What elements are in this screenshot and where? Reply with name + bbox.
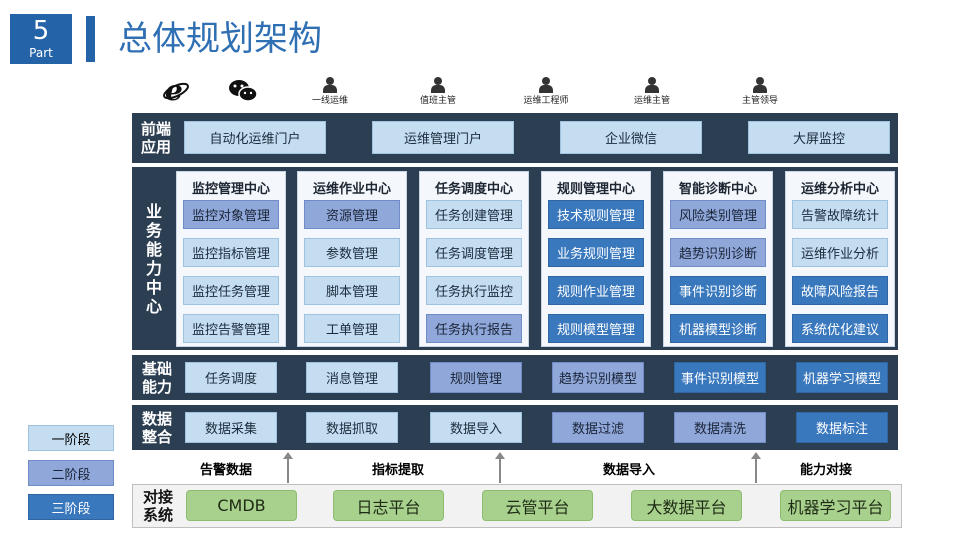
role-label: 主管领导	[741, 96, 778, 106]
data-integration-item: 数据清洗	[674, 412, 766, 443]
wechat-icon	[228, 78, 258, 104]
role-leader: 主管领导	[730, 77, 790, 106]
ie-browser-icon: e	[162, 74, 190, 107]
role-label: 运维工程师	[523, 96, 569, 106]
base-label: 基础 能力	[141, 359, 172, 396]
data-integration-item: 数据标注	[796, 412, 888, 443]
capability-item: 故障风险报告	[792, 276, 888, 305]
frontend-item: 运维管理门户	[372, 121, 514, 154]
capability-item: 任务调度管理	[426, 238, 522, 267]
role-duty-supervisor: 值班主管	[408, 77, 468, 106]
capability-center-title: 运维作业中心	[312, 182, 391, 197]
external-system-item: 大数据平台	[631, 490, 742, 521]
capability-item: 参数管理	[304, 238, 400, 267]
up-arrow-icon	[751, 452, 761, 483]
flow-label: 能力对接	[800, 463, 853, 478]
person-icon	[753, 77, 767, 93]
data-integration-item: 数据过滤	[552, 412, 644, 443]
capability-item: 任务创建管理	[426, 200, 522, 229]
capability-item: 工单管理	[304, 314, 400, 343]
role-ops-supervisor: 运维主管	[622, 77, 682, 106]
part-badge: 5 Part	[10, 14, 72, 64]
external-system-item: CMDB	[186, 490, 297, 521]
external-systems-label: 对接 系统	[142, 488, 173, 524]
page-title: 总体规划架构	[118, 19, 322, 59]
capability-item: 规则模型管理	[548, 314, 644, 343]
capability-item: 趋势识别诊断	[670, 238, 766, 267]
capability-item: 告警故障统计	[792, 200, 888, 229]
data-integration-label: 数据 整合	[141, 409, 172, 446]
capability-item: 事件识别诊断	[670, 276, 766, 305]
flow-label: 数据导入	[603, 463, 656, 478]
capability-item: 监控告警管理	[183, 314, 279, 343]
capability-item: 业务规则管理	[548, 238, 644, 267]
legend-stage-2: 二阶段	[28, 460, 114, 486]
capability-item: 监控指标管理	[183, 238, 279, 267]
up-arrow-icon	[283, 452, 293, 483]
base-capability-item: 趋势识别模型	[552, 362, 644, 393]
base-capability-item: 事件识别模型	[674, 362, 766, 393]
capability-item: 技术规则管理	[548, 200, 644, 229]
capability-item: 监控对象管理	[183, 200, 279, 229]
frontend-item: 自动化运维门户	[184, 121, 326, 154]
role-label: 值班主管	[419, 96, 456, 106]
frontend-item: 企业微信	[560, 121, 702, 154]
role-ops-engineer: 运维工程师	[513, 77, 579, 106]
flow-label: 指标提取	[372, 463, 425, 478]
person-icon	[323, 77, 337, 93]
capability-center-title: 运维分析中心	[800, 182, 879, 197]
person-icon	[645, 77, 659, 93]
data-integration-item: 数据采集	[185, 412, 277, 443]
external-system-item: 云管平台	[482, 490, 593, 521]
business-label: 业 务 能 力 中 心	[145, 201, 162, 316]
flow-label: 告警数据	[200, 463, 253, 478]
external-system-item: 机器学习平台	[780, 490, 891, 521]
legend-stage-3: 三阶段	[28, 494, 114, 520]
capability-item: 任务执行报告	[426, 314, 522, 343]
role-frontline-ops: 一线运维	[300, 77, 360, 106]
capability-item: 资源管理	[304, 200, 400, 229]
person-icon	[431, 77, 445, 93]
capability-item: 运维作业分析	[792, 238, 888, 267]
up-arrow-icon	[495, 452, 505, 483]
external-system-item: 日志平台	[333, 490, 444, 521]
base-capability-item: 任务调度	[185, 362, 277, 393]
data-integration-item: 数据导入	[430, 412, 522, 443]
capability-item: 任务执行监控	[426, 276, 522, 305]
capability-item: 风险类别管理	[670, 200, 766, 229]
frontend-item: 大屏监控	[748, 121, 890, 154]
capability-center-title: 监控管理中心	[191, 182, 270, 197]
capability-item: 机器模型诊断	[670, 314, 766, 343]
capability-item: 监控任务管理	[183, 276, 279, 305]
person-icon	[539, 77, 553, 93]
data-integration-item: 数据抓取	[306, 412, 398, 443]
capability-item: 规则作业管理	[548, 276, 644, 305]
role-label: 运维主管	[633, 96, 670, 106]
legend-stage-1: 一阶段	[28, 425, 114, 451]
base-capability-item: 规则管理	[430, 362, 522, 393]
part-label: Part	[29, 46, 53, 60]
capability-center-title: 智能诊断中心	[678, 182, 757, 197]
capability-item: 脚本管理	[304, 276, 400, 305]
part-number: 5	[32, 16, 50, 46]
capability-center-title: 任务调度中心	[434, 182, 513, 197]
role-label: 一线运维	[311, 96, 348, 106]
title-accent-bar	[86, 16, 95, 62]
capability-center-title: 规则管理中心	[556, 182, 635, 197]
capability-item: 系统优化建议	[792, 314, 888, 343]
base-capability-item: 机器学习模型	[796, 362, 888, 393]
base-capability-item: 消息管理	[306, 362, 398, 393]
frontend-label: 前端 应用	[140, 120, 171, 156]
